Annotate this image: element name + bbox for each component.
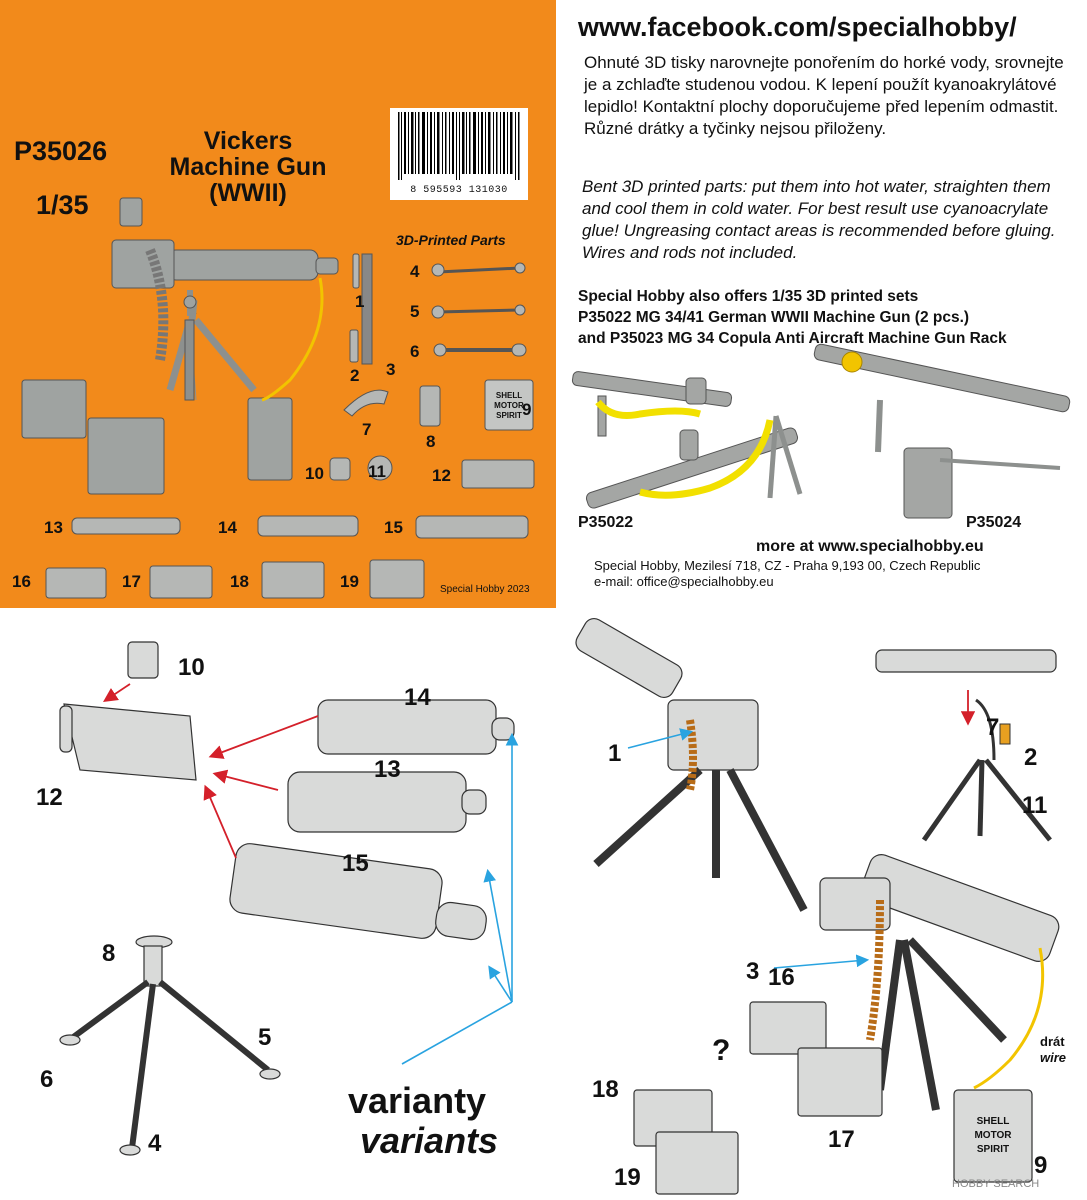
related-products-render — [571, 343, 1071, 519]
part-number-1: 1 — [355, 292, 365, 311]
caption-p35022: P35022 — [578, 514, 634, 531]
variants-english: variants — [360, 1120, 499, 1161]
part-number-10: 10 — [305, 464, 324, 483]
callout-7: 7 — [986, 714, 1000, 741]
part-number-2: 2 — [350, 366, 360, 385]
can-label-3: SPIRIT — [496, 411, 522, 420]
part-number-12: 12 — [432, 466, 451, 485]
callout-11: 11 — [1022, 792, 1048, 819]
part-number-19: 19 — [340, 572, 359, 591]
part-number-5: 5 — [410, 302, 420, 321]
address-block: Special Hobby, Mezilesí 718, CZ - Praha … — [594, 558, 980, 590]
callout-8: 8 — [102, 940, 116, 967]
part-number-4: 4 — [410, 262, 420, 281]
facebook-url[interactable]: www.facebook.com/specialhobby/ — [578, 12, 1017, 42]
callout-3: 3 — [746, 958, 760, 985]
part-number-8: 8 — [426, 432, 436, 451]
part-number-7: 7 — [362, 420, 372, 439]
watermark: HOBBY SEARCH — [952, 1178, 1040, 1190]
address-line: Special Hobby, Mezilesí 718, CZ - Praha … — [594, 558, 981, 573]
title-line-3: (WWII) — [209, 179, 287, 207]
part-number-16: 16 — [12, 572, 31, 591]
offer-line-2: P35022 MG 34/41 German WWII Machine Gun … — [578, 309, 970, 326]
printed-parts-label: 3D-Printed Parts — [396, 232, 506, 248]
callout-2: 2 — [1024, 744, 1038, 771]
product-panel: P35026 1/35 Vickers Machine Gun (WWII) 8 — [0, 0, 556, 608]
callout-17: 17 — [828, 1126, 855, 1153]
callout-14: 14 — [404, 684, 431, 711]
part-number-3: 3 — [386, 360, 396, 379]
part-number-6: 6 — [410, 342, 420, 361]
instructions-english: Bent 3D printed parts: put them into hot… — [582, 177, 1056, 262]
variants-czech: varianty — [348, 1080, 487, 1121]
callout-4: 4 — [148, 1130, 162, 1157]
callout-15: 15 — [342, 850, 369, 877]
part-number-11: 11 — [368, 462, 386, 481]
part-number-14: 14 — [218, 518, 237, 537]
barcode-number: 8 595593 131030 — [410, 185, 508, 196]
callout-19: 19 — [614, 1164, 641, 1191]
caption-p35024: P35024 — [966, 514, 1022, 531]
barcode: 8 595593 131030 — [390, 108, 528, 200]
can-label-large-3: SPIRIT — [977, 1144, 1009, 1155]
wire-czech: drát — [1040, 1034, 1065, 1049]
more-link[interactable]: more at www.specialhobby.eu — [756, 538, 984, 555]
question-mark: ? — [712, 1034, 731, 1067]
product-code: P35026 — [14, 136, 108, 166]
offer-text: Special Hobby also offers 1/35 3D printe… — [578, 286, 1007, 349]
callout-1: 1 — [608, 740, 622, 767]
part-number-9: 9 — [522, 400, 532, 419]
callout-16: 16 — [768, 964, 795, 991]
can-label-2: MOTOR — [494, 401, 524, 410]
callout-6: 6 — [40, 1066, 54, 1093]
part-number-17: 17 — [122, 572, 141, 591]
product-scale: 1/35 — [36, 190, 89, 220]
part-number-18: 18 — [230, 572, 249, 591]
can-label-large-1: SHELL — [977, 1116, 1010, 1127]
title-line-1: Vickers — [203, 127, 293, 155]
callout-18: 18 — [592, 1076, 619, 1103]
callout-10: 10 — [178, 654, 205, 681]
callout-12: 12 — [36, 784, 63, 811]
vickers-gun-render: SHELL MOTOR SPIRIT — [21, 197, 535, 599]
offer-line-1: Special Hobby also offers 1/35 3D printe… — [578, 288, 919, 305]
callout-5: 5 — [258, 1024, 272, 1051]
can-label-1: SHELL — [496, 391, 522, 400]
barcode-bars — [398, 112, 520, 180]
callout-9: 9 — [1034, 1152, 1048, 1179]
title-line-2: Machine Gun — [169, 153, 327, 181]
can-label-large-2: MOTOR — [974, 1130, 1012, 1141]
copyright-credit: Special Hobby 2023 — [440, 584, 530, 595]
product-title: Vickers Machine Gun (WWII) — [158, 128, 338, 206]
part-number-15: 15 — [384, 518, 403, 537]
email-line: e-mail: office@specialhobby.eu — [594, 574, 774, 589]
part-number-13: 13 — [44, 518, 63, 537]
callout-13: 13 — [374, 756, 401, 783]
wire-english: wire — [1040, 1050, 1067, 1065]
offer-line-3: and P35023 MG 34 Copula Anti Aircraft Ma… — [578, 330, 1007, 347]
instructions-czech: Ohnuté 3D tisky narovnejte ponořením do … — [584, 53, 1064, 138]
